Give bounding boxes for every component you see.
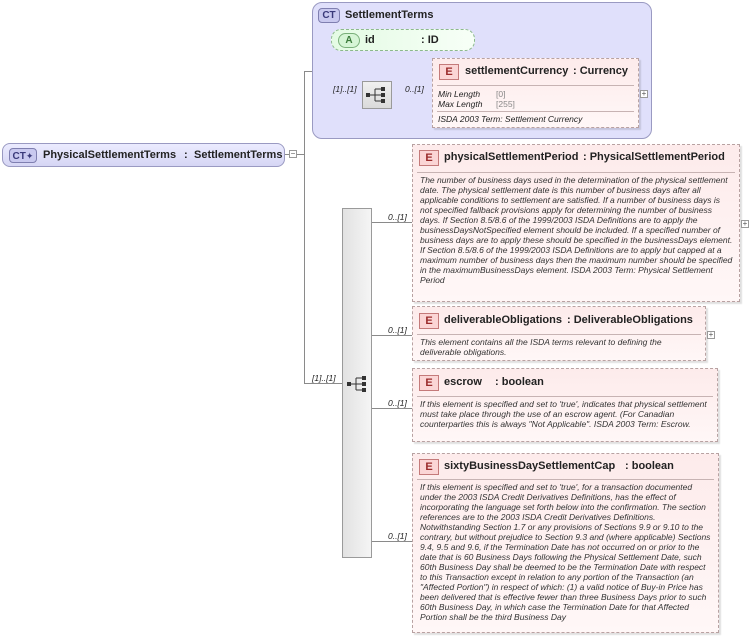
element-settlement-currency[interactable]: E settlementCurrency : Currency Min Leng… — [432, 58, 639, 128]
sequence-icon — [347, 376, 366, 392]
connector — [304, 383, 342, 384]
connector — [372, 222, 412, 223]
attribute-id[interactable]: A id : ID — [331, 29, 475, 51]
element-documentation: This element contains all the ISDA terms… — [420, 337, 662, 357]
complex-type-title: SettlementTerms — [345, 9, 434, 21]
separator — [437, 111, 634, 112]
collapse-toggle[interactable]: − — [289, 149, 297, 158]
attribute-badge: A — [338, 33, 360, 48]
root-type-separator: : — [184, 149, 188, 161]
element-name: escrow — [444, 376, 482, 388]
element-documentation: If this element is specified and set to … — [420, 399, 707, 429]
min-length-value: [0] — [496, 89, 506, 99]
element-type: : Currency — [573, 65, 629, 77]
expand-toggle[interactable]: + — [741, 219, 749, 228]
element-deliverable-obligations[interactable]: E deliverableObligations : DeliverableOb… — [412, 306, 706, 361]
element-sixty-business-day-settlement-cap[interactable]: E sixtyBusinessDaySettlementCap : boolea… — [412, 453, 719, 633]
element-badge: E — [419, 313, 439, 329]
complex-type-badge: CT✦ — [9, 148, 37, 163]
element-cardinality: 0..[1] — [388, 325, 407, 335]
element-badge: E — [439, 64, 459, 80]
element-cardinality: 0..[1] — [388, 212, 407, 222]
complex-type-badge: CT — [318, 8, 340, 23]
element-cardinality: 0..[1] — [388, 398, 407, 408]
element-badge: E — [419, 459, 439, 475]
separator — [417, 172, 735, 173]
separator — [437, 85, 634, 86]
root-element[interactable]: CT✦ PhysicalSettlementTerms : Settlement… — [2, 143, 285, 167]
element-name: sixtyBusinessDaySettlementCap — [444, 460, 616, 472]
element-name: deliverableObligations — [444, 314, 562, 326]
element-type: : boolean — [495, 376, 544, 388]
expand-toggle[interactable]: + — [640, 89, 648, 98]
element-badge: E — [419, 375, 439, 391]
max-length-label: Max Length — [438, 99, 483, 109]
connector — [372, 408, 412, 409]
root-element-name: PhysicalSettlementTerms — [43, 149, 177, 161]
element-documentation: If this element is specified and set to … — [420, 482, 711, 622]
element-physical-settlement-period[interactable]: E physicalSettlementPeriod : PhysicalSet… — [412, 144, 740, 302]
element-type: : PhysicalSettlementPeriod — [583, 151, 725, 163]
separator — [417, 396, 713, 397]
sequence-icon — [366, 87, 385, 103]
element-escrow[interactable]: E escrow : boolean If this element is sp… — [412, 368, 718, 442]
element-type: : boolean — [625, 460, 674, 472]
sequence-compositor[interactable] — [362, 81, 392, 109]
element-documentation: The number of business days used in the … — [420, 175, 733, 285]
max-length-value: [255] — [496, 99, 515, 109]
element-documentation: ISDA 2003 Term: Settlement Currency — [438, 114, 583, 124]
connector — [304, 71, 305, 384]
element-badge: E — [419, 150, 439, 166]
root-element-type: SettlementTerms — [194, 149, 283, 161]
attribute-name: id — [365, 34, 375, 46]
expand-toggle[interactable]: + — [707, 330, 715, 339]
separator — [417, 479, 714, 480]
separator — [417, 334, 701, 335]
element-cardinality: 0..[1] — [388, 531, 407, 541]
element-name: physicalSettlementPeriod — [444, 151, 579, 163]
sequence-cardinality: [1]..[1] — [312, 373, 336, 383]
connector — [372, 335, 417, 336]
connector — [372, 541, 412, 542]
attribute-type: : ID — [421, 34, 439, 46]
sequence-compositor[interactable] — [342, 208, 372, 558]
connector — [297, 154, 304, 155]
sequence-cardinality: [1]..[1] — [333, 84, 357, 94]
element-cardinality: 0..[1] — [405, 84, 424, 94]
min-length-label: Min Length — [438, 89, 481, 99]
element-name: settlementCurrency — [465, 65, 569, 77]
element-type: : DeliverableObligations — [567, 314, 693, 326]
